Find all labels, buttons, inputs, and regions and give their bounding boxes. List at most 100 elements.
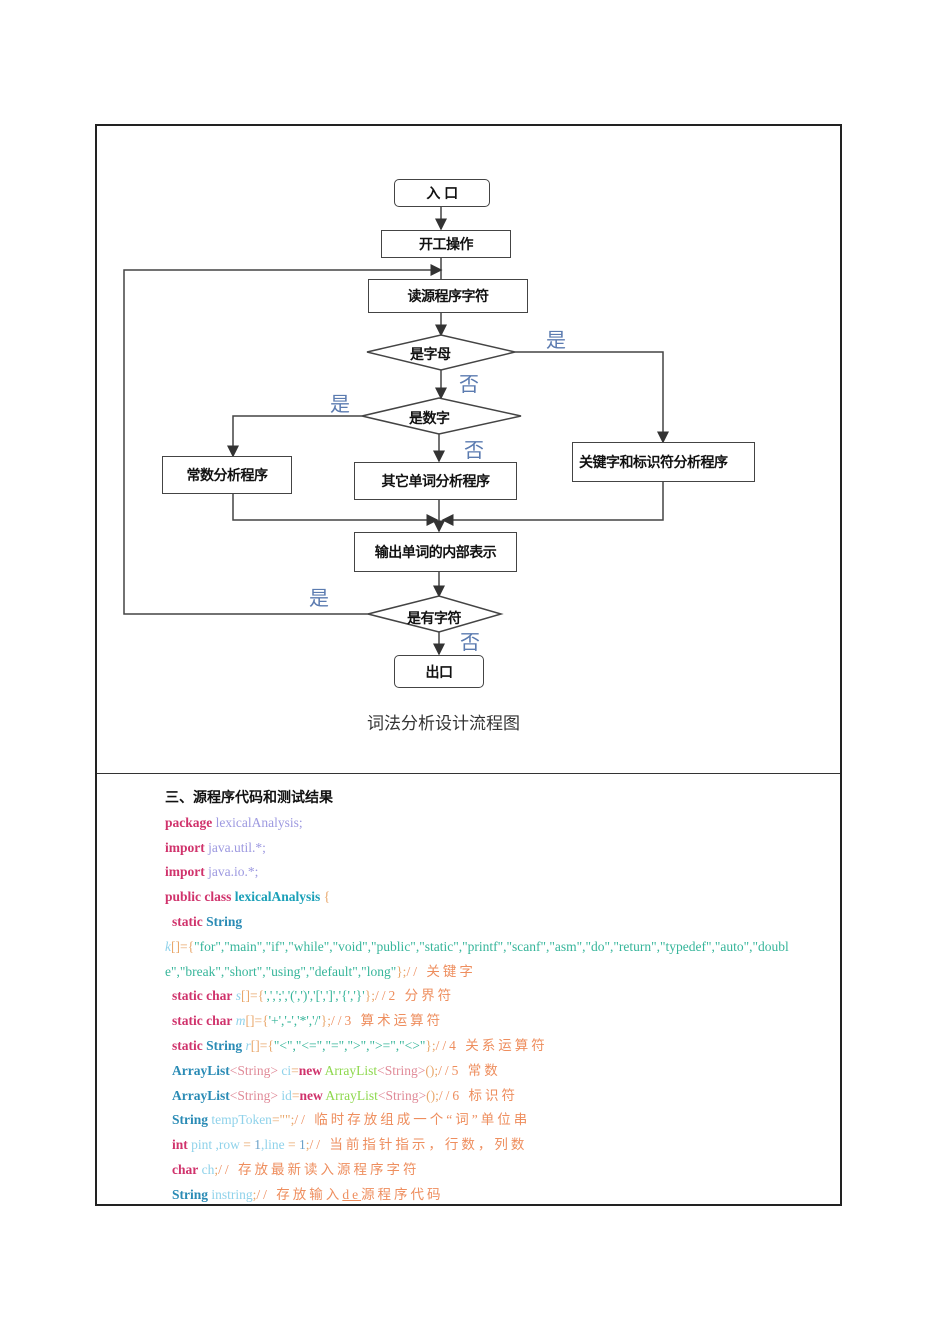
code-generic: <String> — [377, 1062, 426, 1078]
read-char-node: 读源程序字符 — [368, 279, 528, 313]
code-comment: // 关键字 — [406, 963, 476, 979]
code-variable: pint ,row — [191, 1137, 240, 1153]
merge-left — [232, 491, 439, 526]
code-comment: //5 常数 — [438, 1062, 501, 1078]
code-number: 1 — [299, 1137, 306, 1153]
code-keyword: new — [298, 1062, 322, 1078]
code-line: static char s[]={',',';','(',')','[',']'… — [165, 984, 835, 1009]
document-frame: 入 口 开工操作 读源程序字符 是字母 是数字 常数分析程序 其它单词分析程序 … — [95, 124, 842, 1206]
is-letter-label: 是字母 — [410, 347, 451, 363]
code-generic: <String> — [229, 1062, 278, 1078]
code-keyword: new — [299, 1087, 323, 1103]
code-class-name: lexicalAnalysis — [234, 889, 321, 905]
code-keyword: import — [165, 839, 205, 855]
loop-back-line — [123, 264, 461, 615]
exit-node: 出口 — [394, 655, 484, 688]
code-operator: = — [291, 1062, 299, 1078]
no-label-digit: 否 — [464, 438, 484, 462]
code-operator: []={ — [245, 1013, 269, 1029]
code-keyword: static — [172, 913, 203, 929]
flowchart-caption: 词法分析设计流程图 — [367, 714, 520, 734]
code-keyword: static char — [172, 1013, 233, 1029]
code-line: int pint ,row = 1,line = 1;// 当前指针指示，行数，… — [165, 1133, 835, 1158]
code-line: k[]={"for","main","if","while","void","p… — [165, 935, 835, 960]
yes-label-digit: 是 — [330, 392, 350, 416]
code-string-list: e","break","short","using","default","lo… — [165, 963, 397, 979]
code-char-list: ',',';','(',')','[',']','{','}' — [264, 988, 365, 1004]
code-variable: tempToken — [211, 1112, 272, 1128]
code-comment: //4 关系运算符 — [435, 1037, 548, 1053]
code-char-list: '+','-','*','/' — [268, 1013, 321, 1029]
decision-is-digit-shape — [361, 397, 522, 435]
code-operator: = — [239, 1137, 255, 1153]
code-punct: { — [320, 889, 331, 905]
code-type: ArrayList — [172, 1087, 230, 1103]
decision-has-char-shape — [367, 595, 504, 633]
code-variable: s — [235, 988, 241, 1004]
code-class-name: ArrayList — [325, 1087, 378, 1103]
code-string-list: "for","main","if","while","void","public… — [194, 938, 789, 954]
code-operator: }; — [364, 988, 375, 1004]
code-comment: //2 分界符 — [374, 988, 455, 1004]
const-analysis-node: 常数分析程序 — [162, 456, 292, 494]
code-punct: .*; — [244, 864, 259, 880]
code-line: static String r[]={"<","<=","=",">",">="… — [165, 1034, 835, 1059]
code-comment: //6 标识符 — [438, 1087, 518, 1103]
yes-label-letter: 是 — [546, 328, 566, 352]
no-label-letter: 否 — [459, 372, 479, 396]
code-type: String — [172, 1112, 209, 1128]
code-comment: //3 算术运算符 — [331, 1013, 444, 1029]
code-type: String — [172, 1186, 209, 1202]
code-type: String — [206, 1037, 243, 1053]
code-operator: }; — [396, 963, 407, 979]
code-variable: ch — [201, 1161, 215, 1177]
code-keyword: static — [172, 1037, 203, 1053]
code-import-name: java.io — [208, 864, 245, 880]
code-type: String — [206, 913, 243, 929]
keyword-analysis-node: 关键字和标识符分析程序 — [572, 442, 755, 482]
code-punct: ; — [298, 814, 303, 830]
code-class-name: ArrayList — [324, 1062, 378, 1078]
code-line: static String — [165, 910, 835, 935]
code-variable: r — [245, 1037, 251, 1053]
code-line: String tempToken="";// 临时存放组成一个“词”单位串 — [165, 1108, 835, 1133]
code-comment: // 当前指针指示，行数，列数 — [309, 1137, 528, 1153]
code-operator: = — [291, 1087, 300, 1103]
code-line: import java.util.*; — [165, 836, 835, 861]
code-punct: .*; — [252, 839, 266, 855]
code-operator: []={ — [250, 1037, 274, 1053]
code-line: import java.io.*; — [165, 860, 835, 885]
code-variable: m — [235, 1013, 246, 1029]
code-keyword: char — [172, 1161, 199, 1177]
code-line: char ch;// 存放最新读入源程序字符 — [165, 1158, 835, 1183]
output-internal-node: 输出单词的内部表示 — [354, 532, 517, 572]
code-keyword: public class — [165, 889, 232, 905]
code-operator: = — [284, 1137, 300, 1153]
code-variable: k — [165, 938, 171, 954]
other-analysis-node: 其它单词分析程序 — [354, 462, 517, 500]
code-comment: // 临时存放组成一个“词”单位串 — [294, 1112, 531, 1128]
entry-node: 入 口 — [394, 179, 490, 207]
code-generic: <String> — [377, 1087, 427, 1103]
code-operator: }; — [425, 1037, 436, 1053]
code-comment-underlined: de — [342, 1186, 362, 1202]
init-node: 开工操作 — [381, 230, 511, 258]
merge-right — [441, 480, 664, 526]
code-operator: (); — [425, 1062, 439, 1078]
code-string-list: "<","<=","=",">",">=","<>" — [273, 1037, 426, 1053]
code-line: package lexicalAnalysis; — [165, 811, 835, 836]
code-line: e","break","short","using","default","lo… — [165, 960, 835, 985]
code-import-name: java.util — [208, 839, 252, 855]
decision-is-letter-shape — [366, 334, 516, 371]
code-comment: 源程序代码 — [361, 1186, 444, 1202]
code-variable: instring — [211, 1186, 253, 1202]
code-line: static char m[]={'+','-','*','/'};//3 算术… — [165, 1009, 835, 1034]
code-operator: []={ — [171, 938, 195, 954]
code-operator: []={ — [241, 988, 265, 1004]
code-generic: <String> — [229, 1087, 278, 1103]
code-comment: // 存放输入 — [256, 1186, 343, 1202]
code-keyword: package — [165, 814, 213, 830]
code-operator: ; — [214, 1161, 219, 1177]
code-number: 1 — [254, 1137, 262, 1153]
yes-label-hascheck: 是 — [309, 586, 329, 610]
